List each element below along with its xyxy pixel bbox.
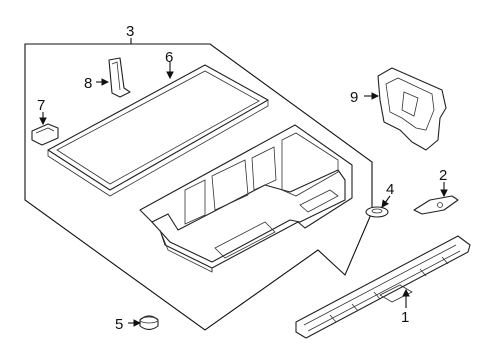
trunk-floor-board bbox=[47, 64, 269, 197]
callout-1: 1 bbox=[401, 309, 409, 326]
round-grommet bbox=[365, 206, 389, 218]
retainer-clip bbox=[31, 123, 59, 146]
callout-6: 6 bbox=[165, 49, 173, 66]
callout-4: 4 bbox=[386, 181, 394, 198]
drain-plug bbox=[139, 315, 159, 331]
callout-3: 3 bbox=[126, 23, 134, 40]
callout-8: 8 bbox=[84, 75, 92, 92]
sill-scuff-plate bbox=[295, 235, 471, 339]
side-trim-bracket bbox=[377, 67, 447, 151]
callout-2: 2 bbox=[439, 167, 447, 184]
cargo-hook bbox=[413, 195, 459, 215]
callout-7: 7 bbox=[37, 97, 45, 114]
callout-9: 9 bbox=[350, 89, 358, 106]
support-bracket bbox=[108, 57, 131, 98]
assembly-boundary bbox=[24, 43, 373, 331]
storage-tub bbox=[139, 124, 353, 273]
callout-5: 5 bbox=[115, 316, 123, 333]
leader-4 bbox=[381, 195, 391, 208]
